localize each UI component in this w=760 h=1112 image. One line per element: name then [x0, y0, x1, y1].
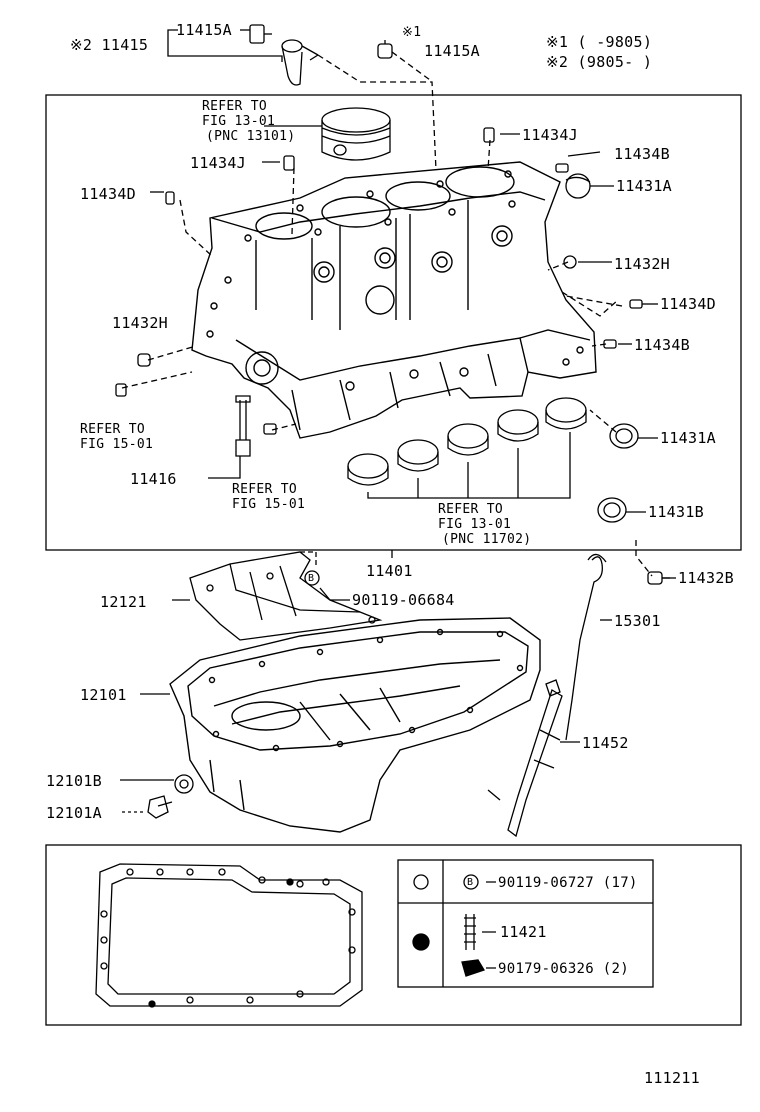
ref-bearing-1: REFER TO	[438, 502, 504, 517]
label-11416: 11416	[130, 470, 177, 488]
table-bolt-mark	[463, 874, 479, 890]
baffle-plate-12121	[172, 551, 383, 641]
leader-11415	[317, 54, 437, 171]
label-11431A-b: 11431A	[660, 429, 716, 447]
label-11431A-a: 11431A	[616, 177, 672, 195]
bracket-11415	[167, 29, 283, 62]
legend-note-1: ※1 ( -9805)	[546, 33, 653, 51]
stud-11421-icon	[464, 914, 476, 950]
label-11432B: 11432B	[678, 569, 734, 587]
table-row1-part: 90119-06727 (17)	[498, 875, 638, 891]
fitting-11415A	[377, 40, 393, 59]
figure-number: 111211	[644, 1069, 700, 1087]
engine-block	[191, 161, 597, 439]
label-11434J-b: 11434J	[522, 126, 578, 144]
ref-piston-2: FIG 13-01	[202, 114, 276, 129]
ref-left-2: FIG 15-01	[80, 437, 154, 452]
label-leaders	[150, 125, 676, 579]
label-15301: 15301	[614, 612, 661, 630]
nut-90179-06326-icon	[461, 959, 485, 977]
label-11434D-b: 11434D	[660, 295, 716, 313]
pin-11434D-b	[629, 299, 643, 309]
ref-bearing-3: (PNC 11702)	[442, 532, 532, 547]
thrust-washer-11431B	[597, 497, 627, 523]
ref-piston-3: (PNC 13101)	[206, 129, 296, 144]
pin-11434B-a	[555, 163, 569, 173]
dipstick-15301	[565, 553, 612, 741]
ref-piston-1: REFER TO	[202, 99, 268, 114]
ref-mid-1: REFER TO	[232, 482, 298, 497]
stud-11416	[208, 395, 251, 479]
label-11415A-top: 11415A	[176, 21, 232, 39]
label-11434B-a: 11434B	[614, 145, 670, 163]
thrust-washer-11431A	[609, 423, 639, 449]
ref-left-1: REFER TO	[80, 422, 146, 437]
drain-gasket-12101B	[174, 774, 194, 794]
label-11415: ※2 11415	[70, 36, 149, 54]
guide-tube-11452	[487, 679, 580, 838]
oil-pan-12101	[169, 617, 541, 833]
pin-11434B-b	[603, 339, 617, 349]
legend-note-2: ※2 (9805- )	[546, 53, 653, 71]
pin-left	[115, 383, 127, 397]
label-12101B: 12101B	[46, 772, 102, 790]
label-12101: 12101	[80, 686, 127, 704]
crank-bearings	[347, 397, 587, 499]
label-12121: 12121	[100, 593, 147, 611]
piston-illustration	[321, 107, 391, 161]
plug-11432H-right	[563, 255, 577, 269]
table-bolt-letter: B	[467, 877, 474, 888]
table-row2-part-a: 11421	[500, 923, 547, 941]
plug-11432H-left	[137, 353, 151, 367]
label-11431B: 11431B	[648, 503, 704, 521]
gasket-detail-frame	[45, 844, 742, 1026]
plug-11431A-top	[565, 173, 591, 199]
pin-11434J-a	[283, 155, 295, 171]
gasket-outline	[95, 863, 363, 1008]
ref-bearing-2: FIG 13-01	[438, 517, 512, 532]
label-11434D-a: 11434D	[80, 185, 136, 203]
fitting-11415	[281, 39, 319, 86]
label-11415A: 11415A	[424, 42, 480, 60]
label-11434B-b: 11434B	[634, 336, 690, 354]
pin-mid	[263, 423, 277, 435]
bolt-mark-90119-06684	[304, 570, 320, 586]
ref-mid-2: FIG 15-01	[232, 497, 306, 512]
label-11432H-b: 11432H	[112, 314, 168, 332]
bolt-mark-letter: B	[308, 573, 315, 584]
label-asterisk1: ※1	[402, 25, 422, 40]
label-90119-06684: 90119-06684	[352, 591, 455, 609]
engine-block-frame	[45, 94, 742, 551]
table-row2-part-b: 90179-06326 (2)	[498, 961, 629, 977]
label-12101A: 12101A	[46, 804, 102, 822]
label-11401: 11401	[366, 562, 413, 580]
pin-11434J-b	[483, 127, 495, 143]
label-11432H-a: 11432H	[614, 255, 670, 273]
pin-11434D-a	[165, 191, 175, 205]
drain-plug-12101A	[147, 795, 173, 819]
fitting-11415A-top	[240, 24, 272, 44]
label-11434J-a: 11434J	[190, 154, 246, 172]
legend-table	[397, 859, 654, 988]
label-11452: 11452	[582, 734, 629, 752]
